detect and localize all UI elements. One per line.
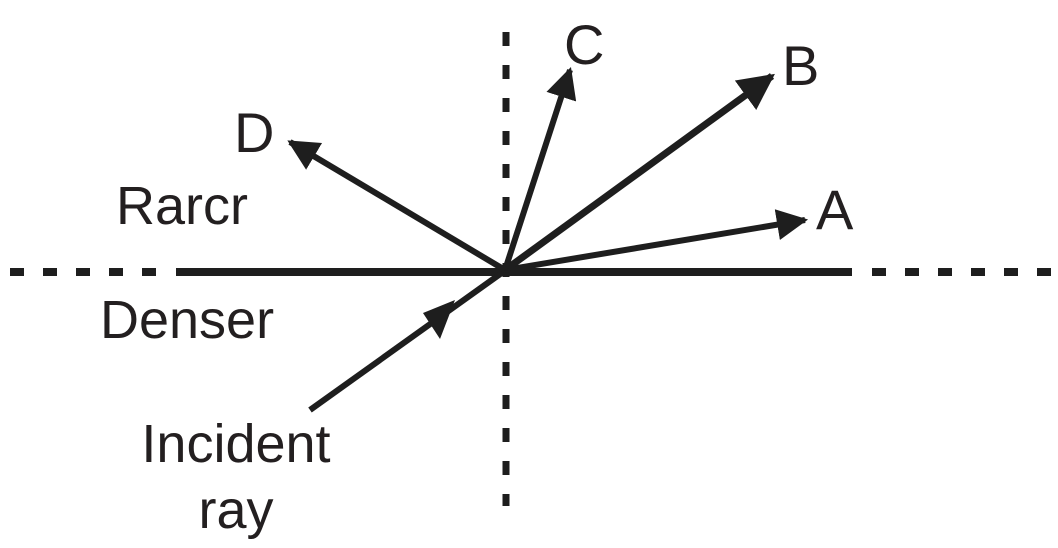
- ray-d: [287, 139, 507, 273]
- ray-c-label: C: [564, 13, 604, 76]
- rarer-medium-label: Rarcr: [116, 176, 248, 236]
- incident-ray: [308, 269, 505, 413]
- ray-b: [502, 73, 775, 273]
- incident-ray-label-line1: Incident: [141, 414, 330, 474]
- ray-d-label: D: [234, 101, 274, 164]
- ray-c: [502, 67, 577, 271]
- ray-a: [504, 209, 809, 273]
- ray-a-label: A: [816, 178, 854, 241]
- denser-medium-label: Denser: [100, 290, 274, 350]
- incident-ray-label-line2: ray: [198, 480, 273, 540]
- ray-b-label: B: [782, 34, 819, 97]
- incident-ray-arrowhead: [423, 300, 455, 339]
